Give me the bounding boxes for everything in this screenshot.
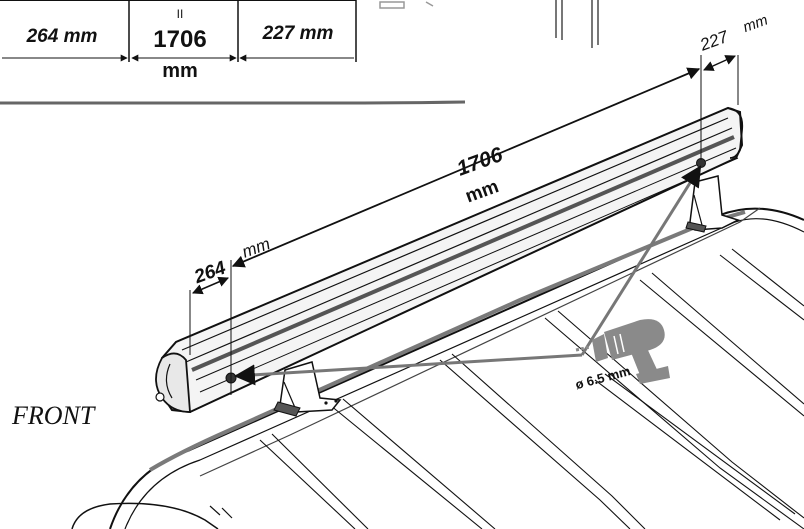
mirror-outline [71, 502, 219, 529]
right-offset-value: 227 [697, 27, 732, 55]
right-offset-arrow [703, 55, 736, 71]
roof-ribs [259, 248, 804, 529]
left-offset-arrow [192, 276, 229, 295]
top-left-offset-label: 264 mm [26, 26, 98, 47]
rail-dimensions: 1706 mm 264 mm 227 mm [189, 12, 770, 395]
mounting-foot-right [685, 175, 740, 233]
rail-end-cap-left [155, 352, 191, 413]
table-bottom-rule [0, 100, 466, 105]
top-right-bracket [555, 0, 599, 48]
left-offset-unit: mm [240, 234, 273, 262]
rail-end-knob [155, 392, 165, 402]
left-offset-value: 264 [191, 257, 229, 288]
roof-rail-seal [148, 210, 746, 472]
power-drill-icon [575, 319, 670, 384]
mounting-foot-left [273, 361, 342, 417]
equals-mark: II [177, 7, 184, 21]
top-center-value: 1706 [153, 26, 206, 53]
top-right-offset-label: 227 mm [262, 23, 334, 44]
total-length-arrow [231, 67, 701, 268]
top-center-unit: mm [162, 60, 198, 82]
top-dimension-table: II 264 mm 1706 mm 227 mm [0, 0, 599, 105]
vehicle-roof [71, 207, 804, 529]
roof-panel-edge [199, 207, 761, 477]
total-length-value: 1706 [454, 143, 506, 181]
right-offset-unit: mm [741, 12, 770, 37]
total-length-unit: mm [463, 176, 502, 207]
drill-pointer-right [580, 165, 702, 356]
roof-inner-edge [124, 218, 804, 529]
top-right-fragment [379, 1, 434, 9]
rail-end-cap-right [727, 107, 744, 159]
drill-pointer-left [233, 353, 583, 386]
front-orientation-label: FRONT [11, 401, 96, 430]
rail-end-cap-left-inner [165, 363, 173, 399]
mirror-mark [209, 505, 233, 519]
